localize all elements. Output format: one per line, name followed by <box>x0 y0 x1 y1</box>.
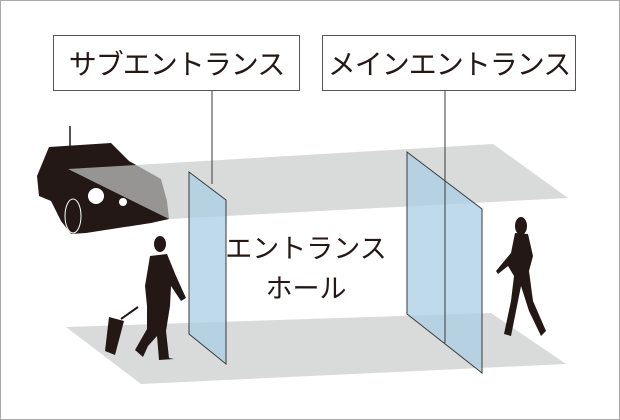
sub-entrance-label: サブエントランス <box>53 35 300 91</box>
entrance-hall-label-line2: ホール <box>265 274 347 305</box>
man-with-suitcase-silhouette <box>105 236 186 360</box>
sub-entrance-glass <box>188 170 227 366</box>
entrance-hall-label-line1: エントランス <box>225 234 387 265</box>
main-entrance-label: メインエントランス <box>322 35 576 91</box>
woman-silhouette <box>496 217 546 336</box>
